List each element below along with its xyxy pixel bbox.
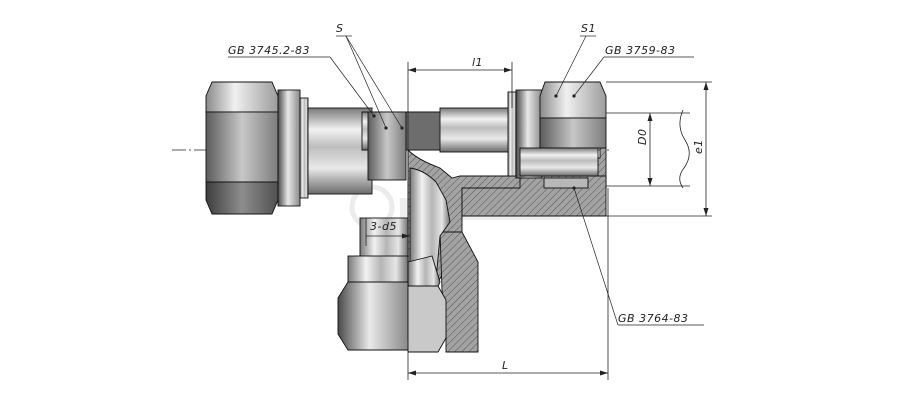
tee-hex-s bbox=[367, 111, 443, 181]
dim-L: L bbox=[502, 359, 509, 372]
break-line bbox=[679, 109, 690, 189]
label-S1: S1 bbox=[581, 22, 596, 35]
right-nut-s1 bbox=[519, 81, 607, 189]
label-gb-3759: GB 3759-83 bbox=[605, 44, 676, 57]
dim-D0: D0 bbox=[636, 129, 649, 145]
dim-e1: e1 bbox=[692, 139, 705, 154]
left-nut bbox=[205, 81, 309, 215]
bottom-nut bbox=[337, 281, 447, 353]
label-gb-3745: GB 3745.2-83 bbox=[228, 44, 310, 57]
dim-3-d5: 3-d5 bbox=[370, 220, 397, 233]
dim-l1: l1 bbox=[472, 56, 483, 69]
label-S: S bbox=[336, 22, 343, 35]
label-gb-3764: GB 3764-83 bbox=[618, 312, 689, 325]
